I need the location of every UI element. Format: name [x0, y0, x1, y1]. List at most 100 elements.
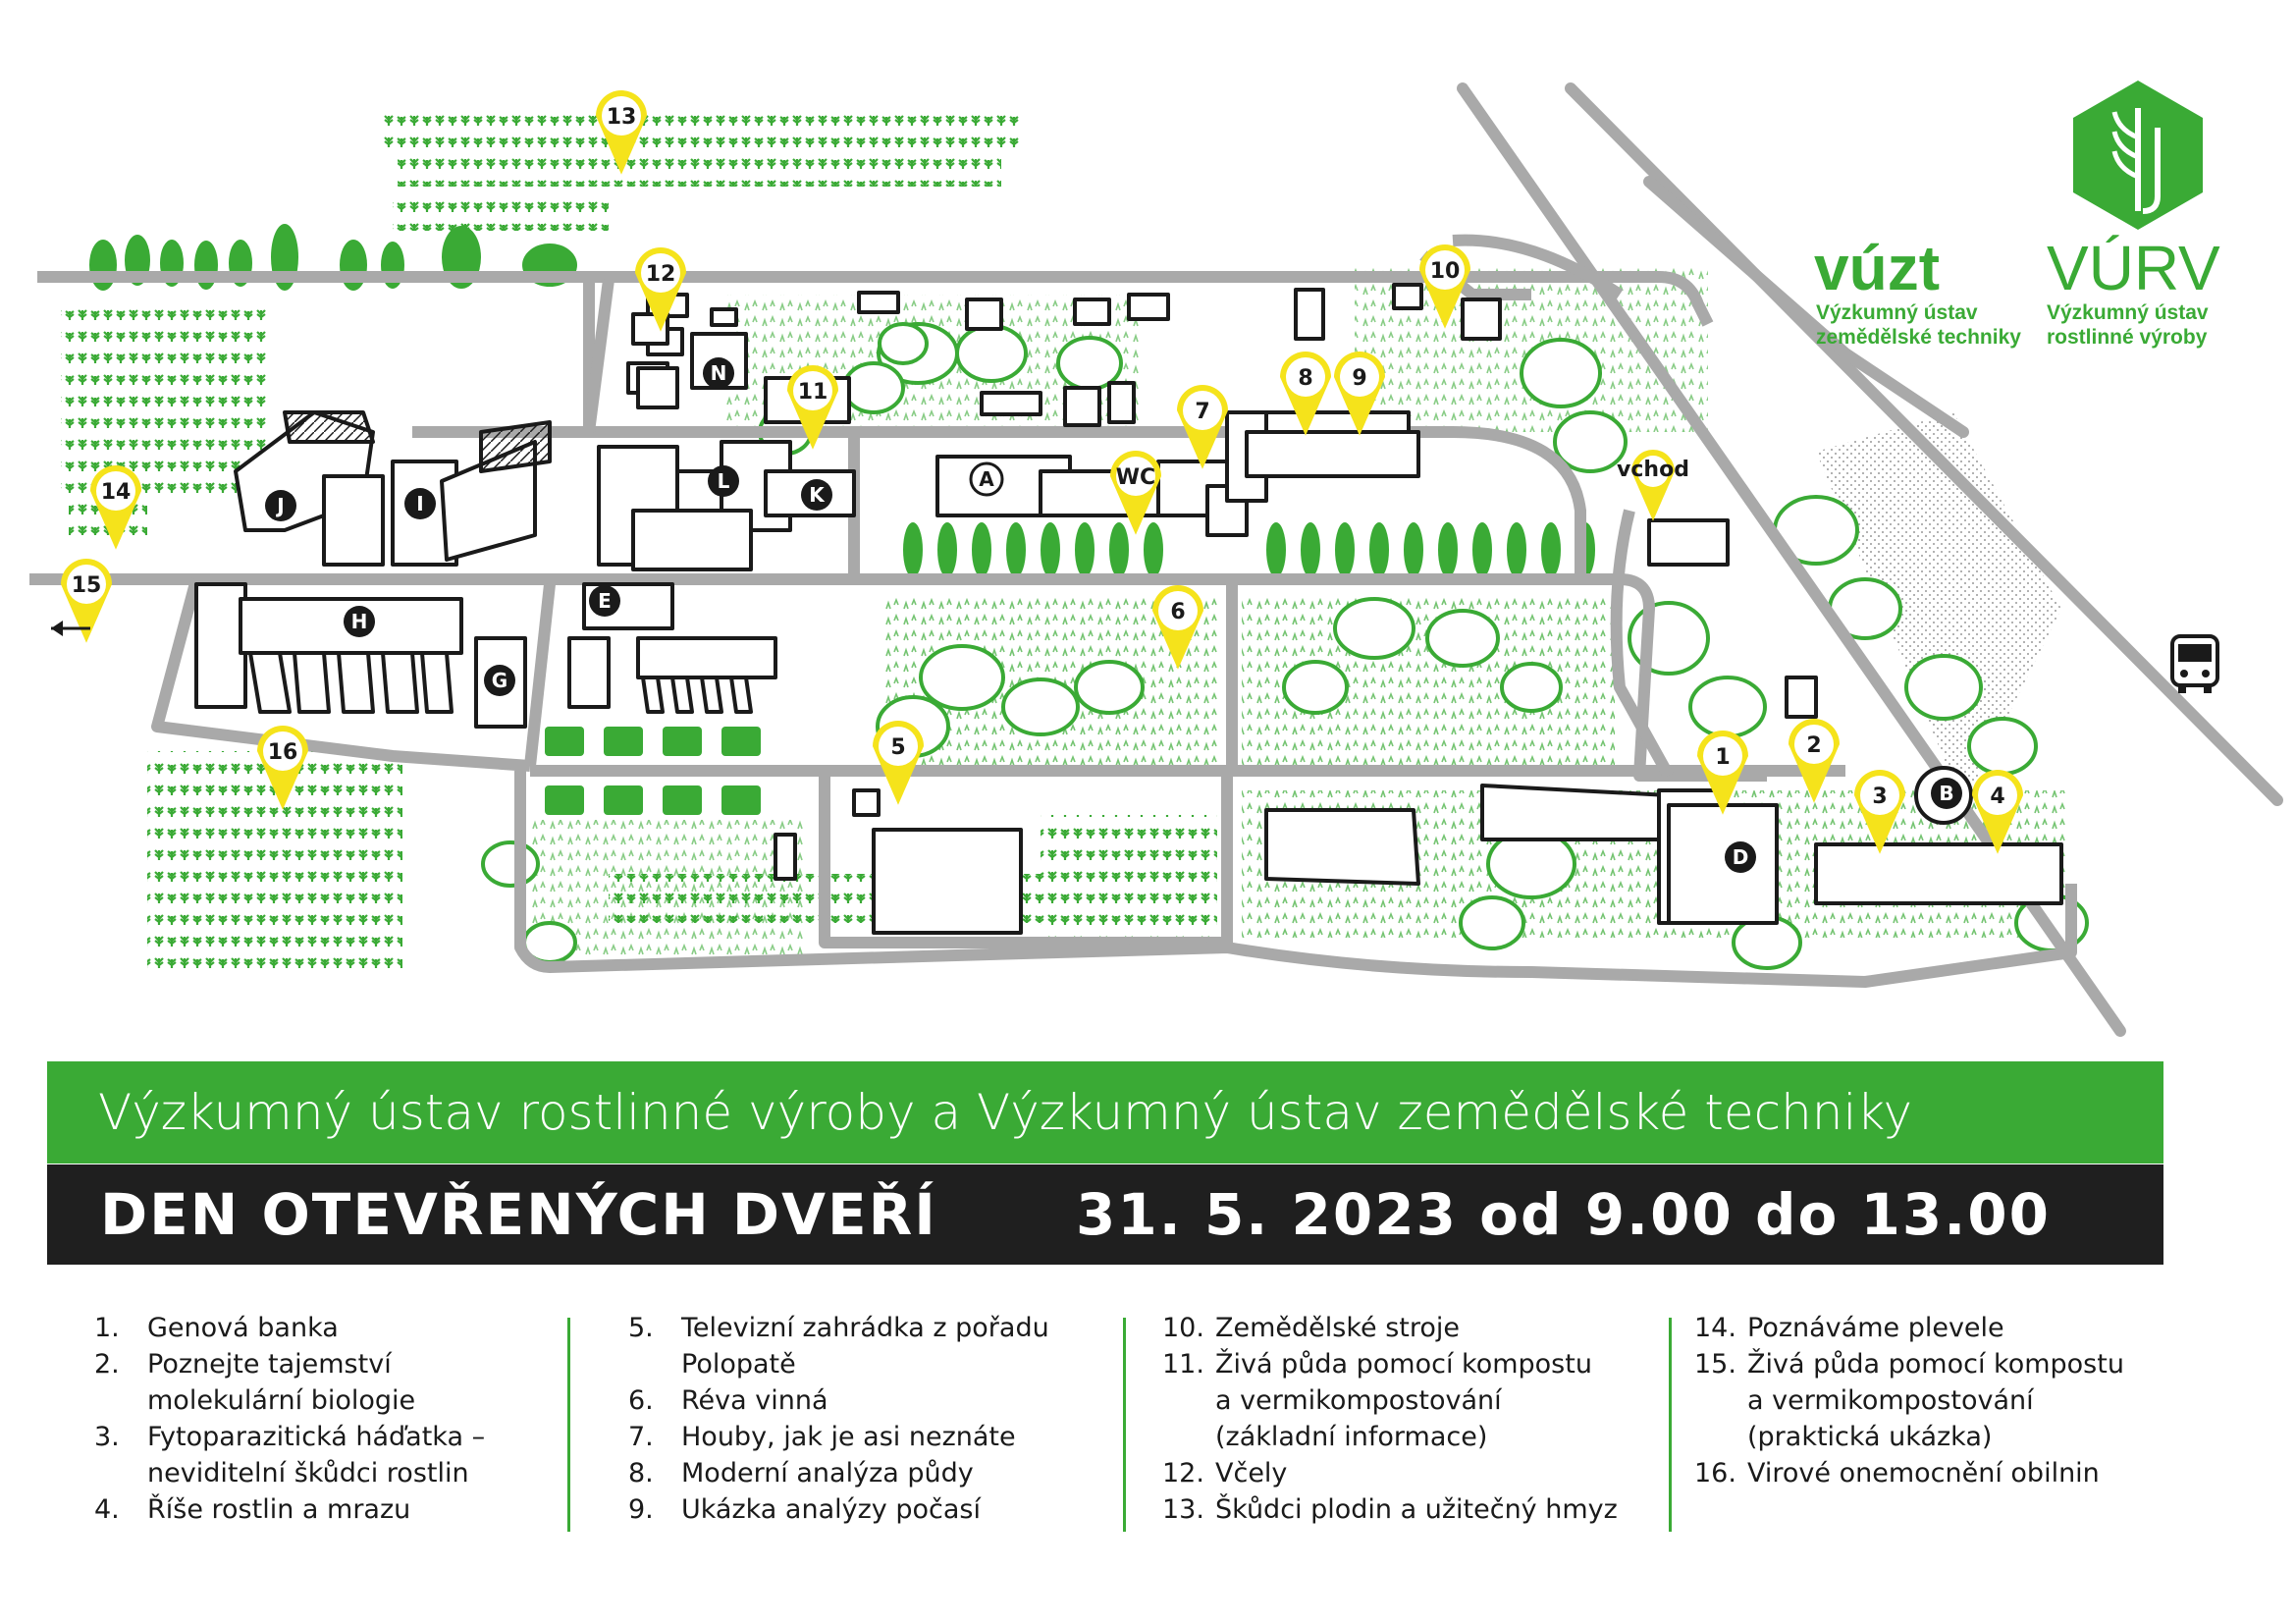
legend-item: 1.Genová banka — [94, 1310, 485, 1346]
event-title: DEN OTEVŘENÝCH DVEŘÍ — [100, 1181, 937, 1248]
pin-label: 9 — [1352, 366, 1366, 391]
wheat-hexagon-icon — [2073, 81, 2203, 230]
pin-1[interactable]: 1 — [1697, 731, 1748, 815]
legend-text: Živá půda pomocí kompostu — [1747, 1349, 2124, 1380]
vuzt-wordmark-icon: vúzt — [1814, 233, 1940, 303]
pin-label: 14 — [101, 480, 132, 505]
vuzt-logo: vúzt Výzkumný ústav zemědělské techniky — [1814, 233, 2021, 349]
pin-5[interactable]: 5 — [873, 721, 924, 805]
campus-map: A B D E G H I J K L N 123456789101112131… — [29, 81, 2283, 1037]
legend-number: 5. — [628, 1313, 654, 1343]
legend-number: 12. — [1162, 1458, 1204, 1489]
legend-divider — [567, 1318, 570, 1532]
arrow-left-icon — [51, 621, 90, 636]
svg-text:G: G — [492, 669, 507, 692]
gravel-strip — [1816, 412, 2061, 805]
pin-13[interactable]: 13 — [596, 90, 647, 175]
pin-vchod[interactable]: vchod — [1617, 450, 1689, 521]
pin-label: 6 — [1170, 600, 1185, 624]
svg-text:L: L — [718, 469, 730, 493]
legend-item: 12. Včely — [1162, 1455, 1618, 1491]
svg-text:I: I — [416, 492, 423, 515]
svg-text:N: N — [711, 361, 727, 385]
pin-14[interactable]: 14 — [90, 465, 141, 550]
pin-6[interactable]: 6 — [1152, 585, 1203, 670]
legend-text: Moderní analýza půdy — [681, 1458, 974, 1489]
pin-label: 12 — [646, 262, 676, 287]
pin-label: 10 — [1430, 259, 1461, 284]
pin-label: 7 — [1195, 400, 1209, 424]
svg-text:D: D — [1733, 845, 1749, 869]
pin-4[interactable]: 4 — [1972, 770, 2023, 854]
pin-3[interactable]: 3 — [1854, 770, 1905, 854]
pin-label: 13 — [607, 105, 637, 130]
vurv-logo: VÚRV Výzkumný ústav rostlinné výroby — [2047, 81, 2220, 349]
pin-16[interactable]: 16 — [257, 726, 308, 810]
legend-text: Živá půda pomocí kompostu — [1215, 1349, 1592, 1380]
legend-text: neviditelní škůdci rostlin — [147, 1458, 469, 1489]
legend-number: 13. — [1162, 1494, 1204, 1525]
legend-text: Poznejte tajemství — [147, 1349, 392, 1380]
pin-wc[interactable]: WC — [1110, 451, 1161, 535]
pin-10[interactable]: 10 — [1419, 244, 1470, 329]
legend-number: 3. — [94, 1422, 120, 1452]
pin-label: 1 — [1715, 745, 1730, 770]
pin-9[interactable]: 9 — [1334, 352, 1385, 436]
pin-label: vchod — [1617, 458, 1689, 482]
pin-label: 2 — [1806, 733, 1821, 758]
legend-number: 8. — [628, 1458, 654, 1489]
legend-text: Fytoparazitická háďatka – — [147, 1422, 486, 1452]
bus-icon — [2170, 634, 2219, 693]
pin-label: 15 — [72, 573, 102, 598]
vurv-line1: Výzkumný ústav — [2047, 301, 2209, 324]
legend-item: 4.Říše rostlin a mrazu — [94, 1491, 485, 1528]
legend-number: 16. — [1694, 1458, 1736, 1489]
legend-text: a vermikompostování — [1215, 1385, 1502, 1416]
vurv-brand: VÚRV — [2047, 233, 2220, 303]
legend-number: 14. — [1694, 1313, 1736, 1343]
svg-text:J: J — [275, 494, 284, 517]
legend-divider — [1123, 1318, 1126, 1532]
pin-15[interactable]: 15 — [61, 559, 112, 643]
pin-11[interactable]: 11 — [786, 364, 839, 450]
pin-12[interactable]: 12 — [635, 247, 686, 332]
pin-label: 11 — [798, 380, 828, 405]
event-date: 31. 5. 2023 od 9.00 do 13.00 — [1076, 1181, 2052, 1248]
legend-item: 3. Fytoparazitická háďatka – neviditelní š… — [94, 1419, 485, 1491]
svg-text:B: B — [1939, 782, 1953, 805]
svg-text:A: A — [979, 467, 994, 491]
legend-item: 8. Moderní analýza půdy — [628, 1455, 1049, 1491]
pin-2[interactable]: 2 — [1789, 719, 1840, 803]
legend-item: 9.Ukázka analýzy počasí — [628, 1491, 1049, 1528]
pin-label: WC — [1116, 465, 1155, 490]
legend-text: Říše rostlin a mrazu — [147, 1494, 411, 1525]
pin-label: 4 — [1990, 785, 2004, 809]
legend-divider — [1669, 1318, 1672, 1532]
legend-text: (základní informace) — [1215, 1422, 1488, 1452]
legend-text: Poznáváme plevele — [1747, 1313, 2004, 1343]
pin-label: 3 — [1872, 785, 1887, 809]
legend-item: 13. Škůdci plodin a užitečný hmyz — [1162, 1491, 1618, 1528]
legend-text: Včely — [1215, 1458, 1288, 1489]
building-labels: A B D E G H I J K L N — [265, 357, 1962, 873]
pin-8[interactable]: 8 — [1280, 352, 1331, 436]
subtitle-banner: Výzkumný ústav rostlinné výroby a Výzkum… — [47, 1061, 2163, 1164]
vurv-line2: rostlinné výroby — [2047, 326, 2208, 349]
legend-number: 6. — [628, 1385, 654, 1416]
legend-number: 1. — [94, 1313, 120, 1343]
vuzt-line2: zemědělské techniky — [1816, 326, 2021, 349]
legend-number: 7. — [628, 1422, 654, 1452]
pin-7[interactable]: 7 — [1177, 385, 1228, 469]
vuzt-line1: Výzkumný ústav — [1816, 301, 1978, 324]
legend-text: (praktická ukázka) — [1747, 1422, 1993, 1452]
pin-label: 8 — [1298, 366, 1312, 391]
legend-text: Zemědělské stroje — [1215, 1313, 1460, 1343]
legend-text: Škůdci plodin a užitečný hmyz — [1215, 1494, 1618, 1525]
